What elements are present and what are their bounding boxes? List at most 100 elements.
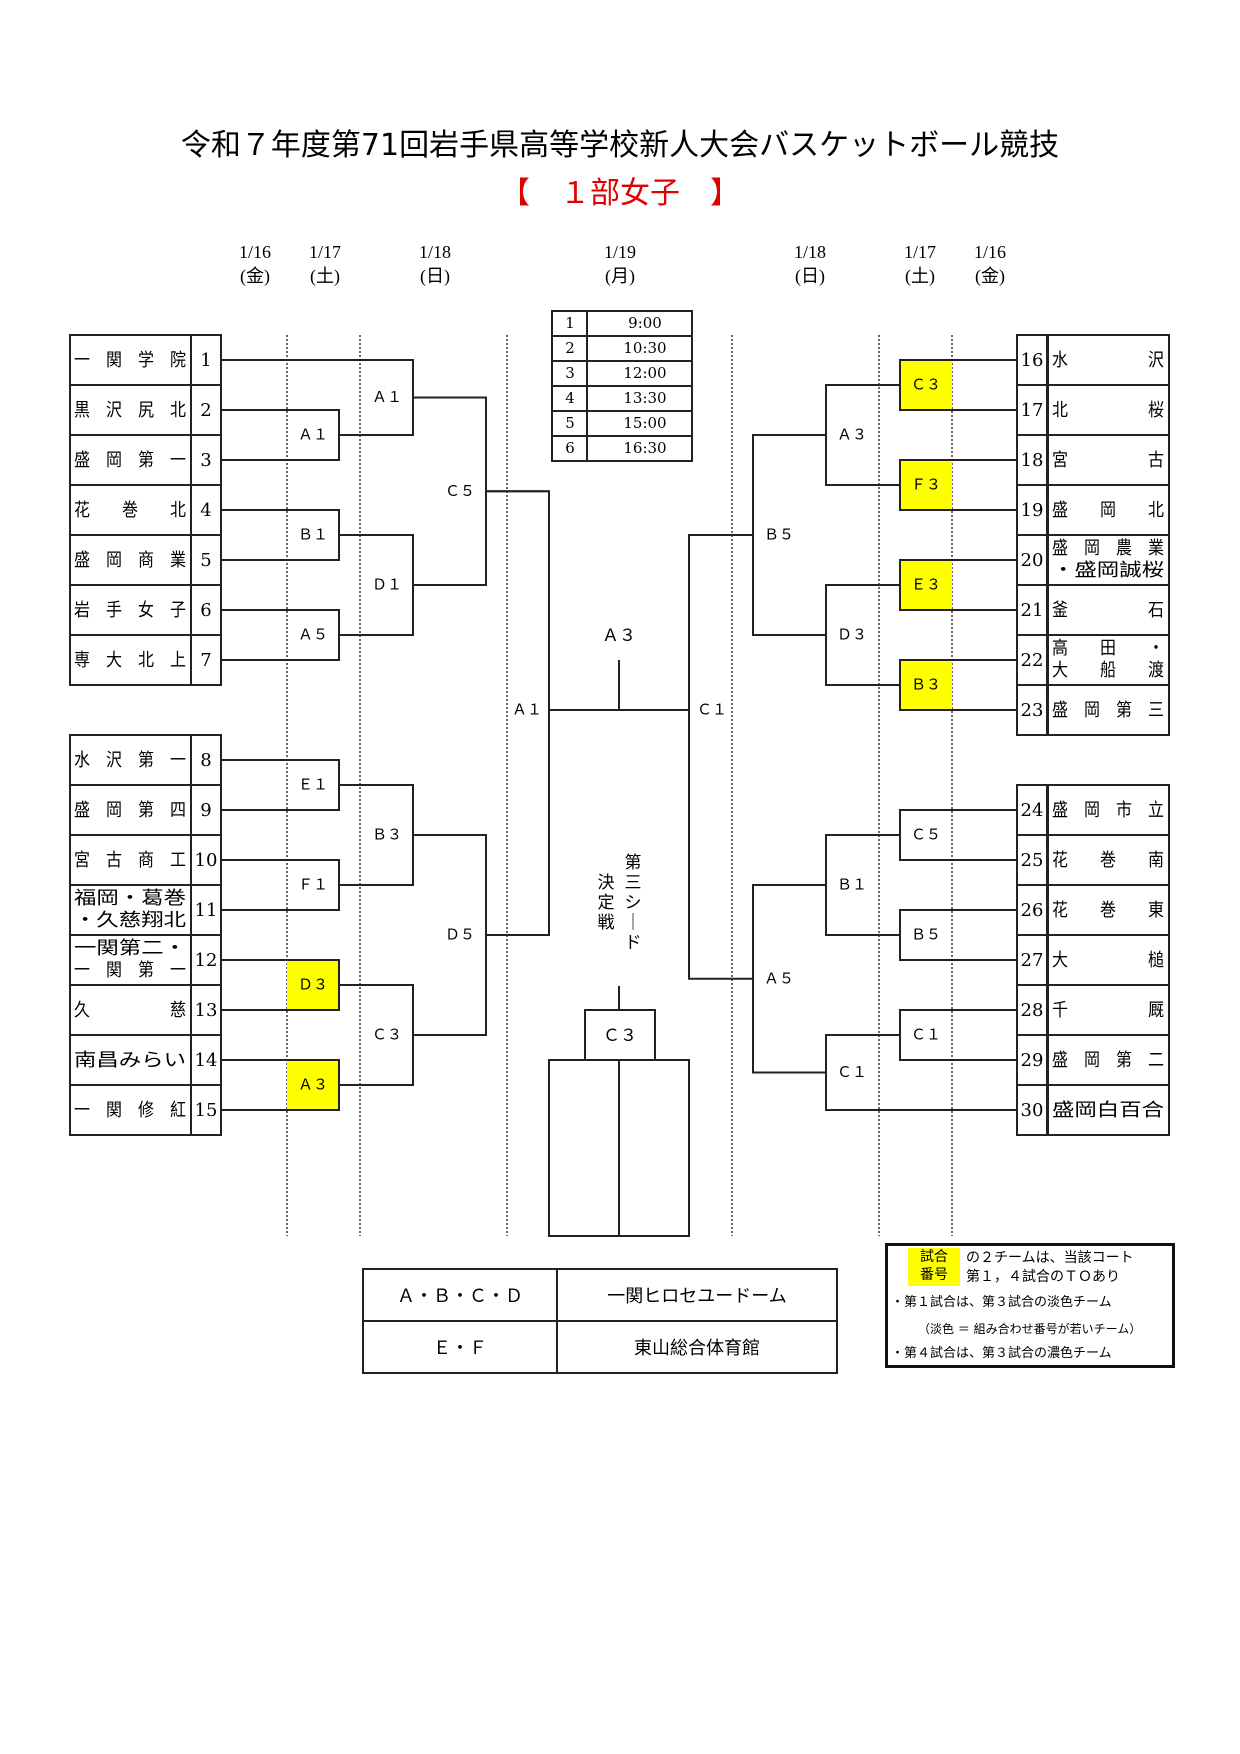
day-label: (土) — [310, 266, 340, 286]
venue-table: Ａ・Ｂ・Ｃ・Ｄ 一関ヒロセユードーム Ｅ・Ｆ 東山総合体育館 — [362, 1268, 838, 1374]
team-name-cell — [69, 634, 192, 686]
team-number: 11 — [195, 900, 218, 921]
match-label: Ａ３ — [837, 426, 867, 444]
match-label: Ａ５ — [764, 969, 794, 987]
date-col-4: 1/19(月) — [580, 240, 660, 288]
venue-row: Ａ・Ｂ・Ｃ・Ｄ 一関ヒロセユードーム — [362, 1268, 838, 1322]
match-label: Ａ５ — [298, 626, 328, 644]
team-number: 20 — [1021, 550, 1044, 571]
team-name: 宮 古 — [1052, 450, 1164, 471]
highlighted-match-box — [899, 559, 953, 611]
match-label: Ａ１ — [298, 426, 328, 444]
match-label: Ｃ１ — [837, 1063, 867, 1081]
date-label: 1/16 — [973, 242, 1006, 262]
team-name: 盛 岡 第 四 — [74, 800, 186, 821]
highlighted-match-box — [899, 359, 953, 411]
date-col-1: 1/16(金) — [215, 240, 295, 288]
team-number: 19 — [1021, 500, 1044, 521]
swatch-label: 番号 — [920, 1267, 948, 1283]
match-label: Ｂ３ — [372, 826, 402, 844]
schedule-game-number: 1 — [565, 314, 575, 332]
team-name-cell — [1047, 934, 1170, 986]
match-label: Ｄ３ — [837, 626, 867, 644]
team-number: 5 — [200, 550, 211, 571]
team-number: 9 — [200, 800, 211, 821]
team-name-cell — [1047, 334, 1170, 386]
venue-name: 一関ヒロセユードーム — [556, 1268, 838, 1322]
match-label: Ｃ５ — [445, 482, 475, 500]
team-number: 15 — [195, 1100, 218, 1121]
team-name: 盛 岡 市 立 — [1052, 800, 1164, 821]
team-name-cell — [1047, 784, 1170, 836]
team-name: 盛 岡 北 — [1052, 500, 1164, 521]
venue-name: 東山総合体育館 — [556, 1320, 838, 1374]
note-line: （淡色 ＝ 組み合わせ番号が若いチーム） — [918, 1322, 1142, 1336]
team-number: 28 — [1021, 1000, 1044, 1021]
team-number-cell — [1016, 784, 1048, 836]
date-label: 1/19 — [603, 242, 636, 262]
match-label: Ａ３ — [298, 1076, 328, 1094]
match-label: Ｂ３ — [911, 676, 941, 694]
team-name: 盛 岡 商 業 — [74, 550, 186, 571]
team-name-cell — [1047, 984, 1170, 1036]
schedule-game-number: 5 — [565, 414, 575, 432]
schedule-game-number: 6 — [565, 439, 575, 457]
date-col-7: 1/16 (金) — [950, 240, 1030, 288]
third-place-caption: 第 — [625, 853, 642, 873]
match-label: Ｅ１ — [298, 776, 328, 794]
team-name: 大 船 渡 — [1052, 660, 1164, 681]
team-name: 盛 岡 第 一 — [74, 450, 186, 471]
team-name-cell — [1047, 1034, 1170, 1086]
match-label: Ｂ５ — [764, 526, 794, 544]
third-place-caption: 三 — [625, 873, 642, 893]
note-line: 第１，４試合のＴＯあり — [966, 1269, 1120, 1285]
team-name: 北 桜 — [1052, 400, 1164, 421]
note-line: の２チームは、当該コート — [966, 1250, 1134, 1266]
third-place-caption: ド — [625, 933, 642, 953]
team-name: 一 関 修 紅 — [74, 1100, 186, 1121]
third-place-caption: シ — [625, 893, 642, 913]
team-number-cell — [190, 434, 222, 486]
team-number: 8 — [200, 750, 211, 771]
schedule-time-cell — [586, 435, 693, 462]
team-number-cell — [190, 734, 222, 786]
third-place-caption: 決 — [598, 873, 615, 893]
team-name: ・久慈翔北 — [74, 910, 186, 931]
team-number: 24 — [1021, 800, 1044, 821]
team-name: 盛 岡 農 業 — [1052, 538, 1164, 559]
date-col-6: 1/17(土) — [880, 240, 960, 288]
date-label: 1/16 — [238, 242, 271, 262]
team-name-cell — [69, 934, 192, 986]
third-place-match-label: Ｃ３ — [603, 1026, 637, 1046]
legend-note-box: 試合番号 の２チームは、当該コート 第１，４試合のＴＯあり ・第１試合は、第３試… — [885, 1243, 1175, 1368]
team-number: 7 — [200, 650, 211, 671]
semifinal-label-left: Ａ１ — [512, 701, 542, 719]
team-number-cell — [190, 634, 222, 686]
team-name: 宮 古 商 工 — [74, 850, 186, 871]
team-name-cell — [69, 434, 192, 486]
team-name: 大 槌 — [1052, 950, 1164, 971]
day-label: (金) — [975, 266, 1005, 286]
schedule-time: 15:00 — [623, 414, 666, 432]
match-label: Ｂ５ — [911, 926, 941, 944]
highlighted-match-box — [899, 459, 953, 511]
date-label: 1/17 — [308, 242, 341, 262]
match-label: Ｅ３ — [911, 576, 941, 594]
team-number-cell — [1016, 934, 1048, 986]
team-number: 4 — [200, 500, 211, 521]
team-name-cell — [1047, 1084, 1170, 1136]
team-name: 水 沢 第 一 — [74, 750, 186, 771]
match-label: Ｄ５ — [445, 926, 475, 944]
venue-courts: Ａ・Ｂ・Ｃ・Ｄ — [362, 1268, 558, 1322]
team-name: 福岡・葛巻 — [74, 888, 186, 909]
team-name-cell — [69, 1084, 192, 1136]
date-col-5: 1/18(日) — [770, 240, 850, 288]
team-name-cell — [1047, 434, 1170, 486]
team-name: ・盛岡誠桜 — [1052, 560, 1164, 581]
team-number: 14 — [195, 1050, 218, 1071]
date-col-2: 1/17 (土) — [285, 240, 365, 288]
team-number: 27 — [1021, 950, 1044, 971]
team-number: 30 — [1021, 1100, 1044, 1121]
schedule-time-cell — [586, 385, 693, 412]
team-name-cell — [1047, 884, 1170, 936]
